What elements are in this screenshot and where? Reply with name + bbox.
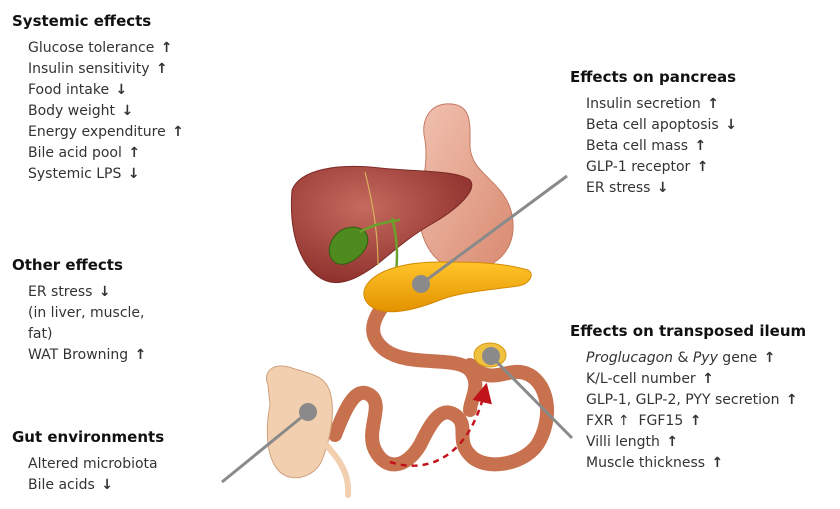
systemic-effects-list: Glucose tolerance ↑Insulin sensitivity ↑… (12, 38, 184, 185)
pancreas-effects-section: Effects on pancreas Insulin secretion ↑B… (570, 68, 737, 199)
pancreas (364, 262, 531, 312)
list-item: Bile acids ↓ (12, 475, 164, 496)
list-item: Glucose tolerance ↑ (12, 38, 184, 59)
list-item: ER stress ↓ (12, 282, 146, 303)
list-item: Bile acid pool ↑ (12, 143, 184, 164)
arrow-up-icon: ↑ (702, 371, 714, 387)
list-item: Villi length ↑ (570, 432, 806, 453)
list-item-label: fat) (28, 326, 52, 342)
arrow-up-icon: ↑ (135, 347, 147, 363)
list-item: Altered microbiota (12, 454, 164, 475)
arrow-up-icon: ↑ (764, 350, 776, 366)
list-item: Insulin sensitivity ↑ (12, 59, 184, 80)
list-item: Systemic LPS ↓ (12, 164, 184, 185)
arrow-up-icon: ↑ (697, 159, 709, 175)
list-item-joiner: & (673, 350, 693, 366)
list-item: ER stress ↓ (570, 178, 737, 199)
arrow-down-icon: ↓ (116, 82, 128, 98)
arrow-down-icon: ↓ (128, 166, 140, 182)
arrow-up-icon: ↑ (156, 61, 168, 77)
list-item-label: WAT Browning (28, 347, 128, 363)
list-item: Beta cell mass ↑ (570, 136, 737, 157)
pointer-dot-gut (299, 403, 317, 421)
list-item-label: Bile acid pool (28, 145, 122, 161)
arrow-up-icon: ↑ (172, 124, 184, 140)
pointer-dot-ileum (482, 347, 500, 365)
list-item: Body weight ↓ (12, 101, 184, 122)
list-item: (in liver, muscle, (12, 303, 146, 324)
list-item: Proglucagon & Pyy gene ↑ (570, 348, 806, 369)
arrow-up-icon: ↑ (666, 434, 678, 450)
pancreas-effects-list: Insulin secretion ↑Beta cell apoptosis ↓… (570, 94, 737, 199)
list-item-italic: Proglucagon (586, 350, 673, 366)
list-item-label: Body weight (28, 103, 115, 119)
arrow-up-icon: ↑ (128, 145, 140, 161)
other-effects-section: Other effects ER stress ↓ (in liver, musc… (12, 256, 146, 366)
list-item-label: Systemic LPS (28, 166, 121, 182)
colon (267, 366, 333, 478)
list-item: Food intake ↓ (12, 80, 184, 101)
systemic-effects-title: Systemic effects (12, 12, 184, 30)
arrow-up-icon: ↑ (711, 455, 723, 471)
list-item: WAT Browning ↑ (12, 345, 146, 366)
list-item: GLP-1 receptor ↑ (570, 157, 737, 178)
arrow-up-icon: ↑ (161, 40, 173, 56)
list-item-label: Insulin secretion (586, 96, 701, 112)
list-item: Beta cell apoptosis ↓ (570, 115, 737, 136)
list-item-label: Muscle thickness (586, 455, 705, 471)
arrow-down-icon: ↓ (99, 284, 111, 300)
other-effects-title: Other effects (12, 256, 146, 274)
systemic-effects-section: Systemic effects Glucose tolerance ↑Insu… (12, 12, 184, 185)
gut-environments-title: Gut environments (12, 428, 164, 446)
list-item-label: Energy expenditure (28, 124, 166, 140)
list-item-label: ER stress (28, 284, 92, 300)
pancreas-effects-title: Effects on pancreas (570, 68, 737, 86)
list-item: Insulin secretion ↑ (570, 94, 737, 115)
list-item-label: GLP-1 receptor (586, 159, 690, 175)
list-item-label: Glucose tolerance (28, 40, 154, 56)
list-item: Muscle thickness ↑ (570, 453, 806, 474)
list-item-label: (in liver, muscle, (28, 305, 144, 321)
ileum-effects-title: Effects on transposed ileum (570, 322, 806, 340)
list-item-label: Altered microbiota (28, 456, 158, 472)
list-item-label: FXR ↑ FGF15 (586, 413, 683, 429)
arrow-up-icon: ↑ (707, 96, 719, 112)
list-item-label: Bile acids (28, 477, 95, 493)
list-item-label: Villi length (586, 434, 660, 450)
list-item-italic: Pyy (693, 350, 718, 366)
list-item-label: ER stress (586, 180, 650, 196)
list-item-label: Food intake (28, 82, 109, 98)
small-intestine (335, 290, 547, 464)
list-item: Energy expenditure ↑ (12, 122, 184, 143)
ileum-effects-list: Proglucagon & Pyy gene ↑K/L-cell number … (570, 348, 806, 474)
list-item-label: K/L-cell number (586, 371, 696, 387)
list-item-label: Beta cell apoptosis (586, 117, 719, 133)
pointer-dot-pancreas (412, 275, 430, 293)
list-item: FXR ↑ FGF15 ↑ (570, 411, 806, 432)
arrow-down-icon: ↓ (657, 180, 669, 196)
arrow-down-icon: ↓ (725, 117, 737, 133)
list-item-label: Beta cell mass (586, 138, 688, 154)
arrow-up-icon: ↑ (690, 413, 702, 429)
ileum-effects-section: Effects on transposed ileum Proglucagon … (570, 322, 806, 474)
other-effects-list: ER stress ↓ (in liver, muscle, fat) WAT Bro… (12, 282, 146, 366)
arrow-up-icon: ↑ (695, 138, 707, 154)
arrow-down-icon: ↓ (101, 477, 113, 493)
list-item-label: GLP-1, GLP-2, PYY secretion (586, 392, 779, 408)
list-item: K/L-cell number ↑ (570, 369, 806, 390)
list-item-label: gene (718, 350, 757, 366)
list-item: fat) (12, 324, 146, 345)
arrow-down-icon: ↓ (121, 103, 133, 119)
arrow-up-icon: ↑ (786, 392, 798, 408)
list-item: GLP-1, GLP-2, PYY secretion ↑ (570, 390, 806, 411)
list-item-label: Insulin sensitivity (28, 61, 150, 77)
